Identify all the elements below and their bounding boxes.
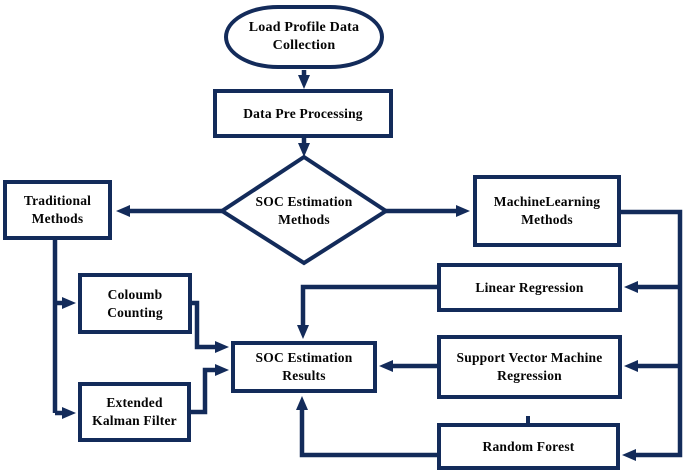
node-random-forest: Random Forest [437, 423, 620, 470]
edge-random-forest-to-results [296, 396, 437, 458]
node-soc-estimation-results: SOC Estimation Results [231, 341, 377, 393]
edge-ml-spine-to-random-forest [621, 209, 683, 461]
node-linear-regression: Linear Regression [437, 263, 622, 312]
edge-coloumb-to-results [192, 300, 229, 353]
node-soc-estimation-methods: SOC Estimation Methods [255, 194, 353, 227]
node-machine-learning-methods: MachineLearning Methods [473, 175, 621, 247]
stray-tick-artifact [526, 416, 530, 424]
node-load-profile-data-collection: Load Profile Data Collection [224, 5, 384, 69]
node-support-vector-machine-regression: Support Vector Machine Regression [437, 335, 622, 399]
edge-linear-to-results [297, 284, 437, 339]
node-traditional-methods: Traditional Methods [3, 180, 112, 240]
node-data-pre-processing: Data Pre Processing [213, 89, 393, 138]
decision-diamond [218, 154, 390, 266]
node-coloumb-counting: Coloumb Counting [78, 273, 192, 334]
node-extended-kalman-filter: Extended Kalman Filter [78, 382, 191, 442]
edge-ekf-to-results [191, 364, 229, 415]
